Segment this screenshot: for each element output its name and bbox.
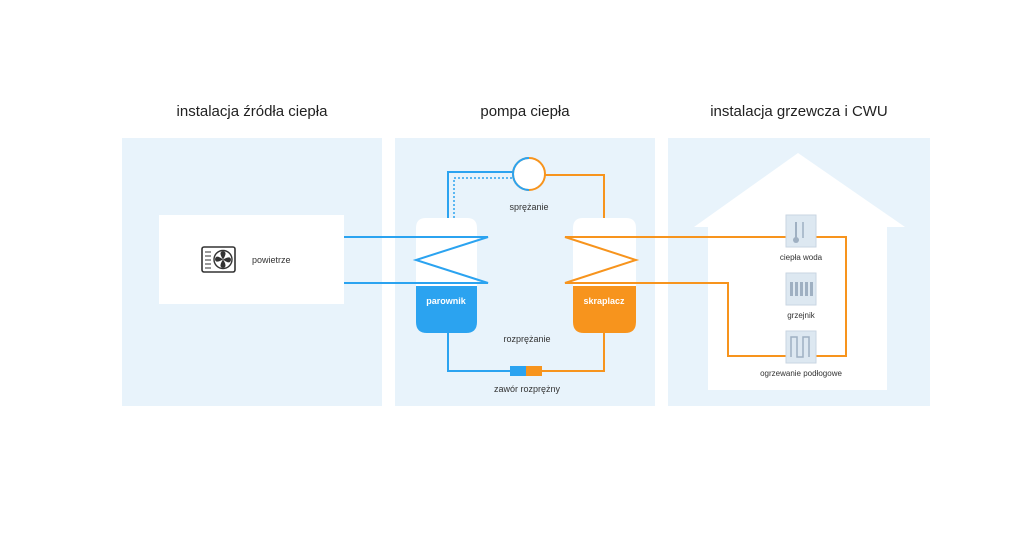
radiator-icon [785, 272, 817, 306]
house-shape [694, 153, 905, 390]
heading-heating-installation: instalacja grzewcza i CWU [710, 103, 888, 120]
evaporator-label: parownik [426, 296, 467, 306]
expansion-valve-label: zawór rozprężny [494, 384, 561, 394]
hot-water-icon [785, 214, 817, 248]
floor-heating-icon [785, 330, 817, 364]
heading-heat-pump: pompa ciepła [480, 103, 570, 120]
air-source-box [159, 215, 344, 304]
heading-heat-source: instalacja źródła ciepła [176, 103, 328, 120]
hot-water-label: ciepła woda [780, 253, 823, 262]
floor-heating-label: ogrzewanie podłogowe [760, 369, 842, 378]
expansion-valve-symbol [510, 366, 526, 376]
compression-label: sprężanie [509, 202, 548, 212]
condenser-label: skraplacz [583, 296, 625, 306]
expansion-label: rozprężanie [503, 334, 550, 344]
radiator-label: grzejnik [787, 311, 816, 320]
fan-icon [201, 246, 236, 273]
air-label: powietrze [252, 255, 291, 265]
